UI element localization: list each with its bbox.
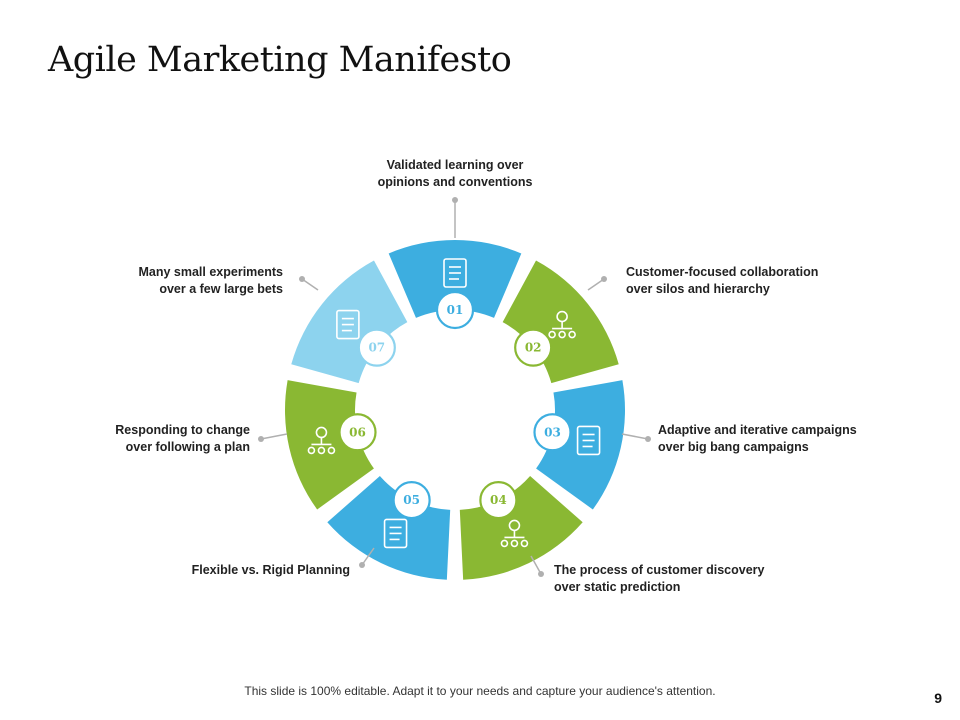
- segment-02: 02: [502, 260, 619, 384]
- segment-02-badge: [514, 328, 553, 367]
- segment-07: 07: [291, 260, 408, 384]
- label-06-line2: over following a plan: [125, 440, 250, 454]
- label-07: Many small experiments over a few large …: [138, 264, 283, 298]
- experiment-clipboard-icon: [336, 309, 360, 340]
- segment-07-number: 07: [368, 341, 385, 355]
- team-hierarchy-icon: [548, 310, 576, 339]
- footer-note: This slide is 100% editable. Adapt it to…: [244, 684, 716, 698]
- segment-05-number: 05: [403, 493, 420, 507]
- leader-line-06: [260, 433, 288, 440]
- org-structure-icon: [443, 258, 467, 288]
- label-05-line1: Flexible vs. Rigid Planning: [191, 563, 350, 577]
- leader-dot-07: [299, 276, 305, 282]
- label-06-line1: Responding to change: [115, 423, 250, 437]
- leader-dot-03: [645, 436, 651, 442]
- segment-03-number: 03: [544, 425, 561, 439]
- leader-line-04: [530, 555, 542, 575]
- segment-04-shape: [459, 476, 583, 580]
- leader-dot-05: [359, 562, 365, 568]
- label-06: Responding to change over following a pl…: [115, 422, 250, 456]
- label-04: The process of customer discovery over s…: [554, 562, 765, 596]
- checklist-clipboard-icon: [307, 426, 336, 455]
- segment-04-number: 04: [490, 493, 507, 507]
- label-01-line1: Validated learning over: [386, 158, 524, 172]
- label-04-line2: over static prediction: [554, 580, 681, 594]
- planning-document-icon: [383, 518, 408, 549]
- segment-06-badge: [338, 413, 377, 452]
- slide-title: Agile Marketing Manifesto: [48, 40, 512, 80]
- leader-dot-02: [601, 276, 607, 282]
- segment-05-shape: [327, 476, 451, 580]
- label-03-line2: over big bang campaigns: [658, 440, 809, 454]
- label-03-line1: Adaptive and iterative campaigns: [658, 423, 857, 437]
- segment-03: 03: [533, 380, 625, 510]
- label-02-line2: over silos and hierarchy: [626, 282, 770, 296]
- label-01: Validated learning over opinions and con…: [378, 157, 533, 191]
- segment-03-badge: [533, 413, 572, 452]
- leader-dot-04: [538, 571, 544, 577]
- label-03: Adaptive and iterative campaigns over bi…: [658, 422, 857, 456]
- leader-line-07: [301, 278, 319, 291]
- leader-line-02: [587, 278, 605, 291]
- segment-05-badge: [392, 480, 431, 520]
- segment-01-badge: [435, 290, 475, 330]
- label-07-line1: Many small experiments: [138, 265, 283, 279]
- leader-dot-01: [452, 197, 458, 203]
- label-01-line2: opinions and conventions: [377, 175, 533, 189]
- process-gear-icon: [500, 519, 529, 548]
- network-person-icon: [576, 425, 601, 456]
- leader-line-03: [621, 433, 649, 440]
- segment-07-shape: [291, 260, 408, 384]
- segment-01: 01: [388, 240, 522, 330]
- leader-line-05: [361, 547, 375, 566]
- segment-03-shape: [536, 380, 625, 510]
- label-04-line1: The process of customer discovery: [554, 563, 765, 577]
- segment-06-number: 06: [349, 425, 366, 439]
- segment-04-badge: [479, 480, 518, 520]
- label-07-line2: over a few large bets: [159, 282, 283, 296]
- page-number: 9: [934, 690, 942, 706]
- label-02: Customer-focused collaboration over silo…: [626, 264, 818, 298]
- label-05: Flexible vs. Rigid Planning: [192, 562, 350, 579]
- segment-07-badge: [357, 328, 396, 367]
- segment-01-number: 01: [447, 303, 464, 317]
- leader-dot-06: [258, 436, 264, 442]
- segment-06: 06: [284, 380, 377, 510]
- label-02-line1: Customer-focused collaboration: [626, 265, 819, 279]
- segment-05: 05: [327, 476, 451, 580]
- segment-04: 04: [459, 476, 583, 580]
- segment-02-number: 02: [525, 341, 542, 355]
